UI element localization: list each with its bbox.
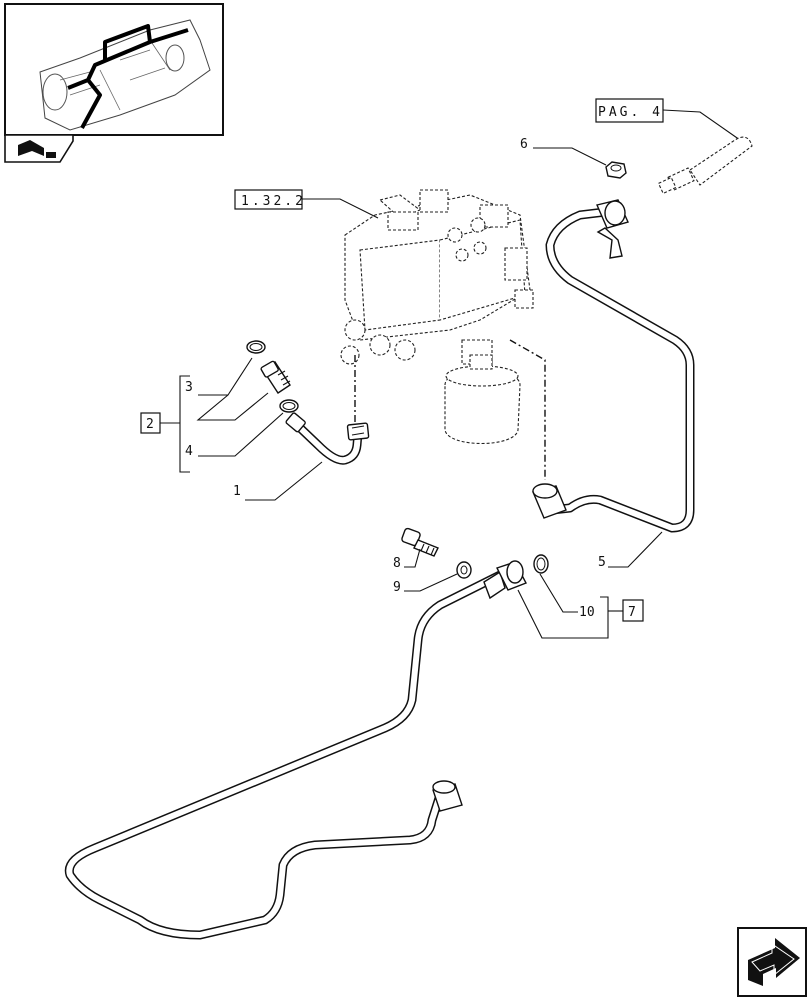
leader-9 <box>404 573 458 592</box>
callout-5: 5 <box>598 555 606 570</box>
pipe-part-1 <box>285 412 370 465</box>
callout-6: 6 <box>520 137 528 152</box>
leader-4 <box>198 412 284 457</box>
page-reference-box[interactable]: PAG. 4 <box>595 98 741 141</box>
leader-10b <box>517 589 608 639</box>
group-bracket-2 <box>140 375 190 473</box>
valve-reference-box[interactable]: 1.32.2 <box>234 189 379 219</box>
overview-thumbnail[interactable] <box>4 3 224 136</box>
leader-6 <box>533 147 607 166</box>
leader-3b <box>196 392 269 421</box>
long-pipe-part-7 <box>64 560 527 940</box>
next-page-arrow-icon[interactable] <box>737 927 807 997</box>
control-valve-assembly <box>340 189 534 444</box>
o-ring-part-4 <box>279 399 299 413</box>
bolt-part-8 <box>401 527 439 557</box>
tractor-transmission-thumbnail-icon <box>39 19 211 131</box>
callout-2[interactable]: 2 <box>146 417 154 432</box>
leader-1 <box>245 461 323 501</box>
callout-9: 9 <box>393 580 401 595</box>
nut-part-6 <box>605 161 627 179</box>
leader-5 <box>608 531 663 568</box>
callout-1: 1 <box>233 484 241 499</box>
manual-book-icon[interactable] <box>4 134 74 163</box>
callout-7[interactable]: 7 <box>628 605 636 620</box>
pipe-part-5 <box>532 199 695 533</box>
callout-3: 3 <box>185 380 193 395</box>
o-ring-part-10 <box>533 554 549 574</box>
callout-4: 4 <box>185 444 193 459</box>
leader-10 <box>539 573 578 613</box>
group-bracket-7 <box>600 596 644 639</box>
callout-10: 10 <box>579 605 595 620</box>
leader-8 <box>404 548 421 568</box>
washer-part-9 <box>456 561 472 579</box>
adapter-fitting-part-3 <box>246 340 291 394</box>
leader-3 <box>198 357 253 396</box>
connection-line-pipe-5 <box>509 339 546 480</box>
callout-8: 8 <box>393 556 401 571</box>
page-reference-text: PAG. 4 <box>598 105 663 120</box>
valve-reference-text: 1.32.2 <box>241 194 306 209</box>
ghost-pipe-end <box>657 136 753 195</box>
